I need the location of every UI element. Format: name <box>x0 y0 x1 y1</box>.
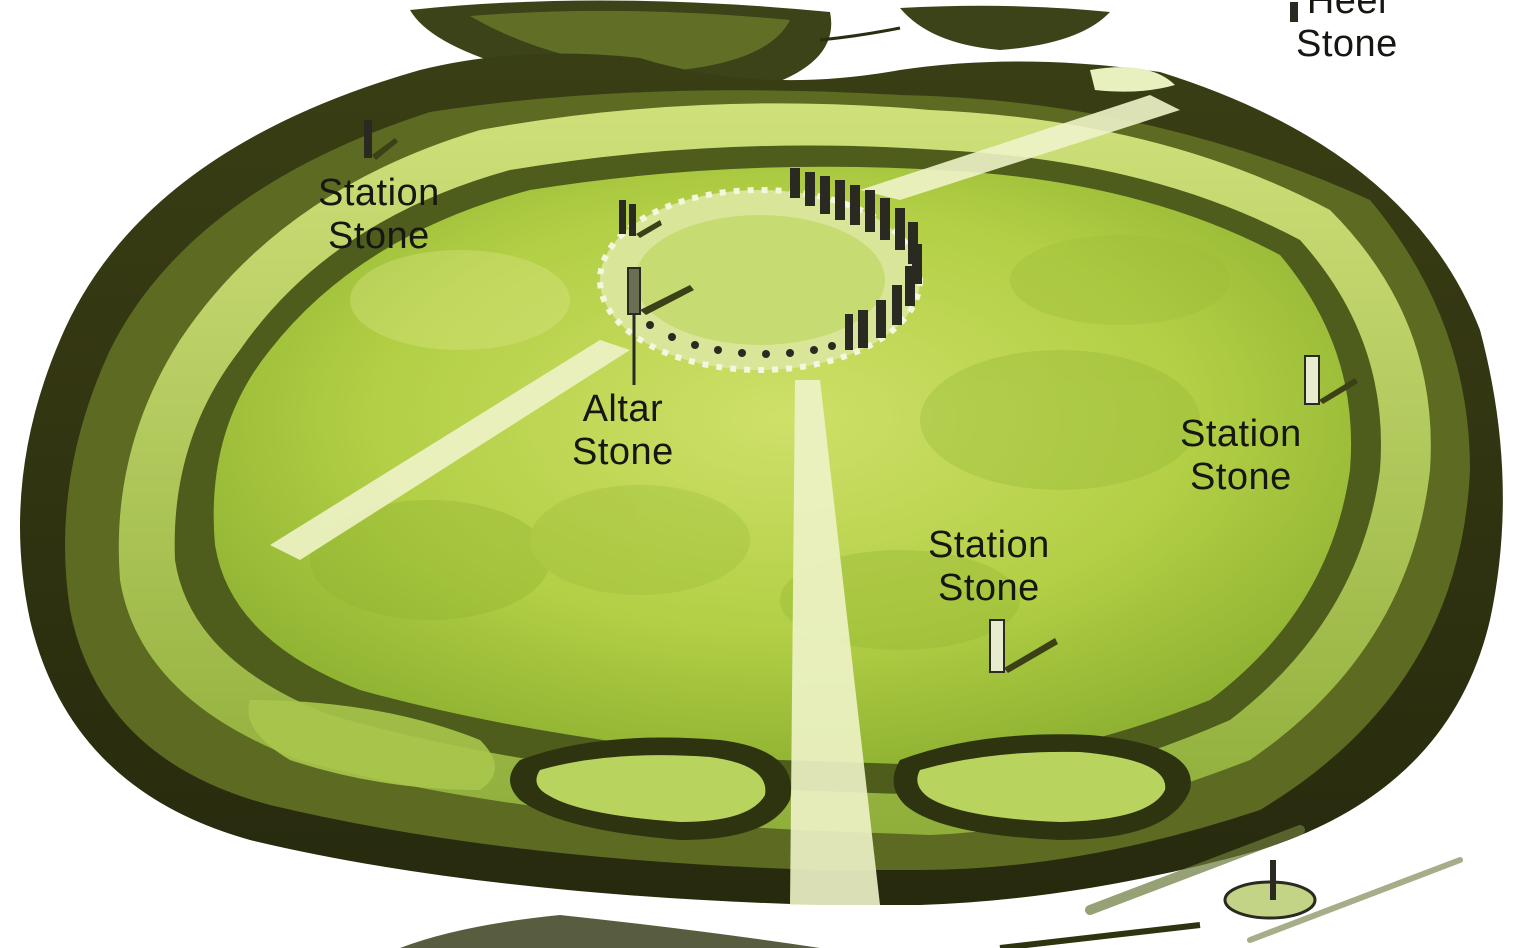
station-stone-e-label-line1: Station <box>1180 413 1302 456</box>
station-stone-e-label-line2: Stone <box>1180 456 1302 499</box>
heel-stone-label-line2: Stone <box>1296 23 1398 66</box>
heel-stone-label: Heel Stone <box>1296 0 1398 66</box>
station-stone-e-label: Station Stone <box>1180 413 1302 499</box>
altar-stone-label-line2: Stone <box>572 431 674 474</box>
station-stone-nw-label: Station Stone <box>318 172 440 258</box>
heel-stone-label-line1: Heel <box>1296 0 1398 23</box>
station-stone-s-label-line2: Stone <box>928 567 1050 610</box>
altar-stone-label-line1: Altar <box>572 388 674 431</box>
station-stone-s-label: Station Stone <box>928 524 1050 610</box>
altar-stone-label: Altar Stone <box>572 388 674 474</box>
station-stone-nw-label-line2: Stone <box>318 215 440 258</box>
causeway-gap <box>1090 67 1175 92</box>
station-stone-s-label-line1: Station <box>928 524 1050 567</box>
station-stone-nw-label-line1: Station <box>318 172 440 215</box>
